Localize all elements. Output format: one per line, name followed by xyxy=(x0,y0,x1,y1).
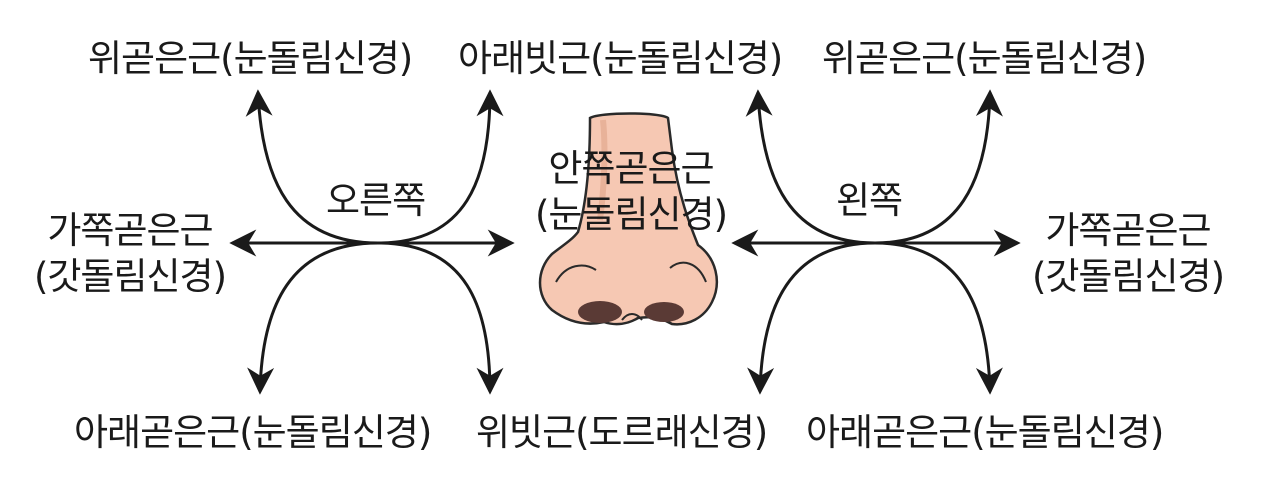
left-eye-arrows xyxy=(731,89,1021,395)
arrow-down-right-2 xyxy=(874,241,1003,395)
label-left-lateral-rectus-2: (갓돌림신경) xyxy=(1031,255,1225,298)
arrow-up-right-2 xyxy=(874,89,1003,245)
label-right-side: 오른쪽 xyxy=(326,179,426,222)
label-left-lateral-rectus-1: 가쪽곧은근 xyxy=(1045,209,1211,252)
left-nostril xyxy=(578,301,622,323)
label-medial-rectus-1: 안쪽곧은근 xyxy=(548,147,714,190)
label-right-lateral-rectus-1: 가쪽곧은근 xyxy=(47,209,213,252)
label-left-superior-rectus: 위곧은근(눈돌림신경) xyxy=(822,37,1147,80)
nose-illustration xyxy=(538,112,719,326)
label-right-lateral-rectus-2: (갓돌림신경) xyxy=(33,255,227,298)
right-nostril xyxy=(644,302,684,322)
arrow-up-left-2 xyxy=(745,89,876,245)
arrow-down-left xyxy=(247,241,379,395)
label-medial-rectus-2: (눈돌림신경) xyxy=(534,193,728,236)
label-left-side: 왼쪽 xyxy=(836,179,903,222)
arrow-up-left xyxy=(245,89,379,245)
arrow-up-right xyxy=(377,89,504,245)
arrow-down-left-2 xyxy=(747,241,876,395)
label-right-inferior-rectus: 아래곧은근(눈돌림신경) xyxy=(74,411,432,454)
label-left-inferior-rectus: 아래곧은근(눈돌림신경) xyxy=(806,411,1164,454)
label-right-superior-rectus: 위곧은근(눈돌림신경) xyxy=(88,37,413,80)
label-right-inferior-oblique: 아래빗근(눈돌림신경) xyxy=(458,37,783,80)
arrow-down-right xyxy=(377,241,504,395)
right-eye-arrows xyxy=(229,89,515,395)
label-right-superior-oblique: 위빗근(도르래신경) xyxy=(476,411,768,454)
